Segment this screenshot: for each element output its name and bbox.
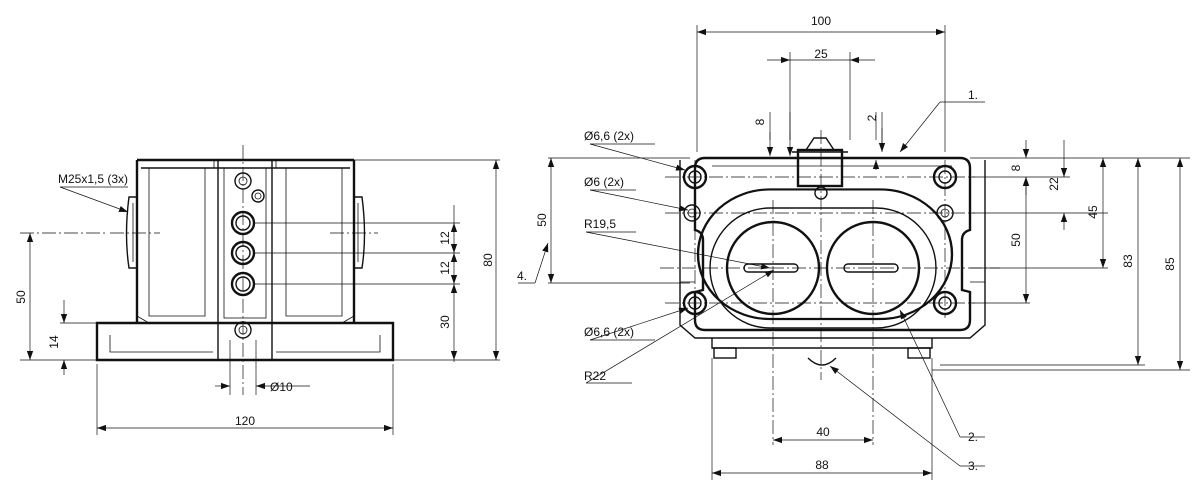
callout-1: 1.: [968, 88, 978, 102]
bottom-screw: [807, 357, 837, 366]
left-view: 120 80 50 14 12 12 30 Ø10 M25x1,5 (3x): [14, 145, 500, 435]
screw-small-icon: [251, 189, 265, 203]
hole-label-mid: Ø6 (2x): [584, 175, 624, 189]
dim-top-25-label: 25: [814, 47, 828, 61]
dim-height-50-label: 50: [14, 290, 28, 304]
dim-spacing-12b-label: 12: [438, 261, 452, 275]
dim-8-left-label: 8: [753, 118, 767, 125]
radius-label-2: R22: [584, 369, 606, 383]
housing-outline: [693, 156, 972, 332]
dim-spacing-12a-label: 12: [438, 231, 452, 245]
dim-width-label: 120: [235, 414, 255, 428]
dim-right-85-label: 85: [1163, 257, 1177, 271]
foot-left: [713, 347, 737, 359]
radius-label-1: R19,5: [584, 217, 616, 231]
dim-hole-diameter-label: Ø10: [270, 380, 293, 394]
right-view: 100 25 8 2 Ø6,6 (2x) Ø6 (2x) R19,5 Ø6,6 …: [517, 14, 1190, 480]
dim-right-83-label: 83: [1121, 254, 1135, 268]
dim-2-right-label: 2: [865, 114, 879, 121]
callout-4: 4.: [517, 269, 527, 283]
obround-inner: [709, 207, 937, 329]
dim-right-45-label: 45: [1086, 205, 1100, 219]
dim-right-22-label: 22: [1047, 177, 1061, 191]
callout-3: 3.: [968, 459, 978, 473]
base-flange: [95, 321, 395, 362]
dim-right-50-label: 50: [1009, 233, 1023, 247]
dim-left-50-label: 50: [535, 213, 549, 227]
dim-height-14-label: 14: [47, 335, 61, 349]
hole-label-bottom: Ø6,6 (2x): [584, 325, 634, 339]
thread-label: M25x1,5 (3x): [58, 172, 128, 186]
hole-label-top: Ø6,6 (2x): [584, 129, 634, 143]
callout-2: 2.: [968, 430, 978, 444]
left-gland: [125, 196, 138, 269]
dim-bottom-40-label: 40: [816, 425, 830, 439]
obround-outer: [696, 188, 954, 321]
dim-height-total-label: 80: [481, 253, 495, 267]
dim-bottom-88-label: 88: [815, 458, 829, 472]
dim-right-8-label: 8: [1009, 164, 1023, 171]
dim-top-100-label: 100: [811, 14, 831, 28]
actuator-head: [796, 148, 844, 188]
right-gland: [353, 196, 366, 269]
dim-height-30-label: 30: [438, 315, 452, 329]
